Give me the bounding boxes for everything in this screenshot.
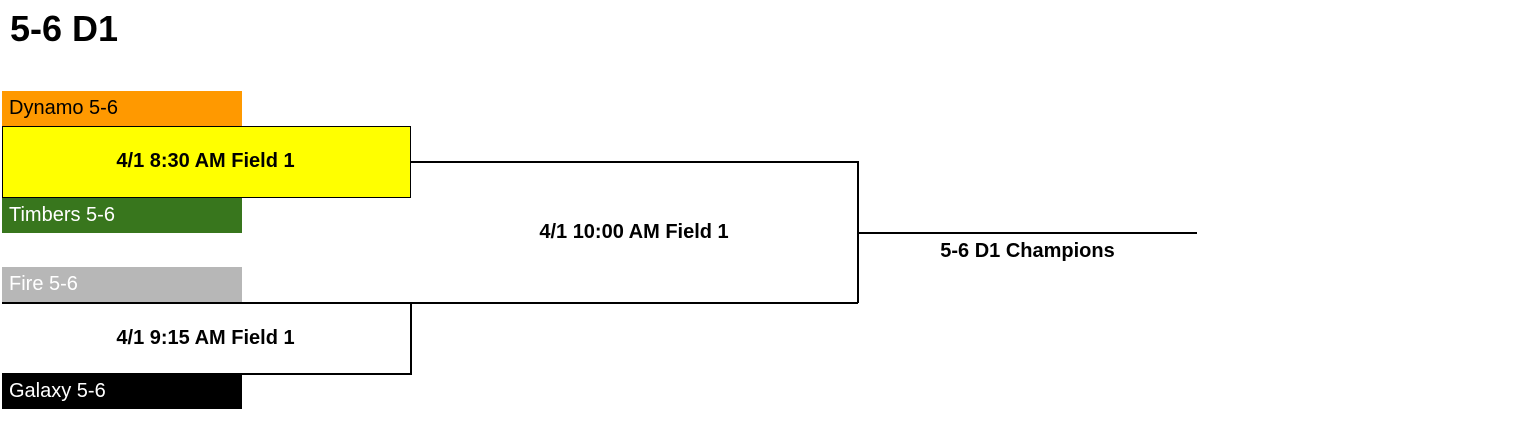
- team-slot-timbers[interactable]: Timbers 5-6: [2, 198, 242, 233]
- bracket-title: 5-6 D1: [10, 8, 119, 49]
- game-2-label: 4/1 9:15 AM Field 1: [116, 327, 295, 349]
- team-slot-fire[interactable]: Fire 5-6: [2, 267, 242, 302]
- final-bottom-line: [411, 302, 858, 304]
- game-1-box[interactable]: [2, 126, 411, 198]
- game-2-top-line: [2, 302, 412, 304]
- final-right-line: [857, 161, 859, 303]
- game-3-label: 4/1 10:00 AM Field 1: [539, 221, 729, 243]
- game-2-right-line: [410, 302, 412, 375]
- final-top-line: [411, 161, 858, 163]
- game-1-label: 4/1 8:30 AM Field 1: [116, 150, 295, 172]
- team-slot-dynamo[interactable]: Dynamo 5-6: [2, 91, 242, 126]
- champion-line: [858, 232, 1197, 234]
- champion-label: 5-6 D1 Champions: [940, 240, 1115, 262]
- team-slot-galaxy[interactable]: Galaxy 5-6: [2, 374, 242, 409]
- game-2-bottom-line: [2, 373, 412, 375]
